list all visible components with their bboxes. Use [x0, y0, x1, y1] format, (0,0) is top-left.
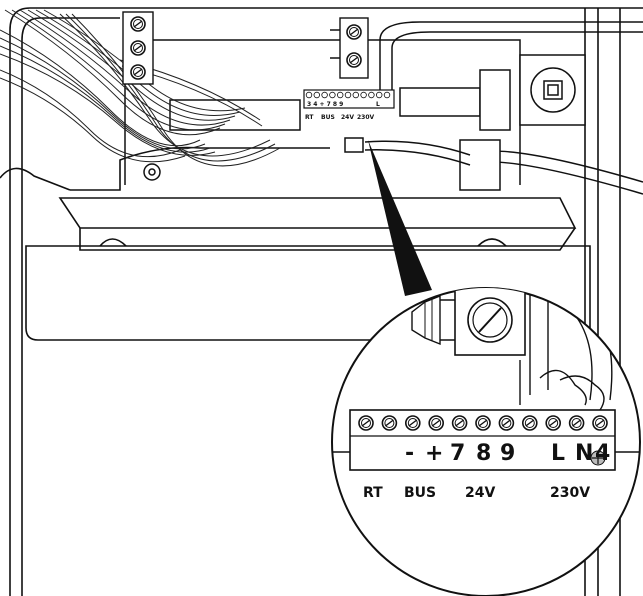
small-terminal-screw: [329, 91, 336, 99]
small-terminal-screw: [313, 91, 320, 99]
zoom-terminal-screw: [428, 415, 445, 431]
terminal-mark-9: 9: [500, 441, 515, 466]
terminal-mark-minus: -: [405, 441, 414, 466]
wire-bundle: [0, 9, 281, 167]
zoom-pointer: [368, 140, 432, 296]
zoom-terminal-screw: [568, 415, 585, 431]
zoom-terminal-screw: [475, 415, 491, 431]
zoom-terminal-block: [349, 409, 616, 471]
terminal-mark-4: 4: [595, 441, 610, 466]
zoom-terminal-screw: [381, 415, 398, 431]
terminal-mark-8: 8: [476, 441, 491, 466]
zoom-label-24v: 24V: [465, 485, 495, 501]
small-terminal-screw: [305, 91, 313, 99]
terminal-mark-l: L: [551, 441, 565, 466]
small-terminal-screw: [383, 91, 391, 99]
right-component: [364, 21, 643, 195]
small-label-bus: BUS: [321, 114, 335, 121]
zoom-terminal-screw: [451, 415, 468, 431]
screw-terminal-upper-middle: [330, 17, 369, 79]
small-terminal-screw: [344, 91, 352, 99]
small-terminal-l-mark: L: [376, 101, 380, 108]
small-terminal-screw: [360, 91, 367, 99]
zoom-label-230v: 230V: [550, 485, 590, 501]
zoom-terminal-screw: [592, 415, 608, 431]
zoom-terminal-screw: [404, 415, 421, 431]
small-terminal-numbers: 3 4 + 7 8 9: [307, 101, 343, 108]
small-terminal-screw: [321, 91, 328, 99]
lower-cover: [0, 146, 591, 341]
terminal-mark-7: 7: [450, 441, 465, 466]
small-terminal-screw: [376, 91, 383, 99]
zoom-terminal-screw: [358, 415, 374, 431]
zoom-label-bus: BUS: [404, 485, 436, 501]
zoom-detail: - + 7 8 9 L N 4 RT BUS 24V 230V: [331, 287, 641, 596]
small-label-rt: RT: [305, 114, 314, 121]
zoom-large-screw: [411, 288, 526, 356]
small-terminal-screw: [368, 91, 375, 99]
zoom-label-rt: RT: [363, 485, 383, 501]
zoom-terminal-screw: [498, 415, 515, 431]
screw-terminal-upper-left: [122, 11, 154, 85]
small-terminal-screw: [337, 91, 344, 99]
small-terminal-screw: [352, 91, 359, 99]
zoom-terminal-screw: [545, 415, 562, 431]
small-label-230v: 230V: [357, 114, 375, 121]
small-terminal-strip: 3 4 + 7 8 9 L RT BUS 24V 230V: [303, 89, 395, 121]
terminal-mark-plus: +: [425, 441, 443, 466]
terminal-mark-n: N: [575, 441, 593, 466]
small-label-24v: 24V: [341, 114, 354, 121]
zoom-terminal-screw: [521, 415, 538, 431]
